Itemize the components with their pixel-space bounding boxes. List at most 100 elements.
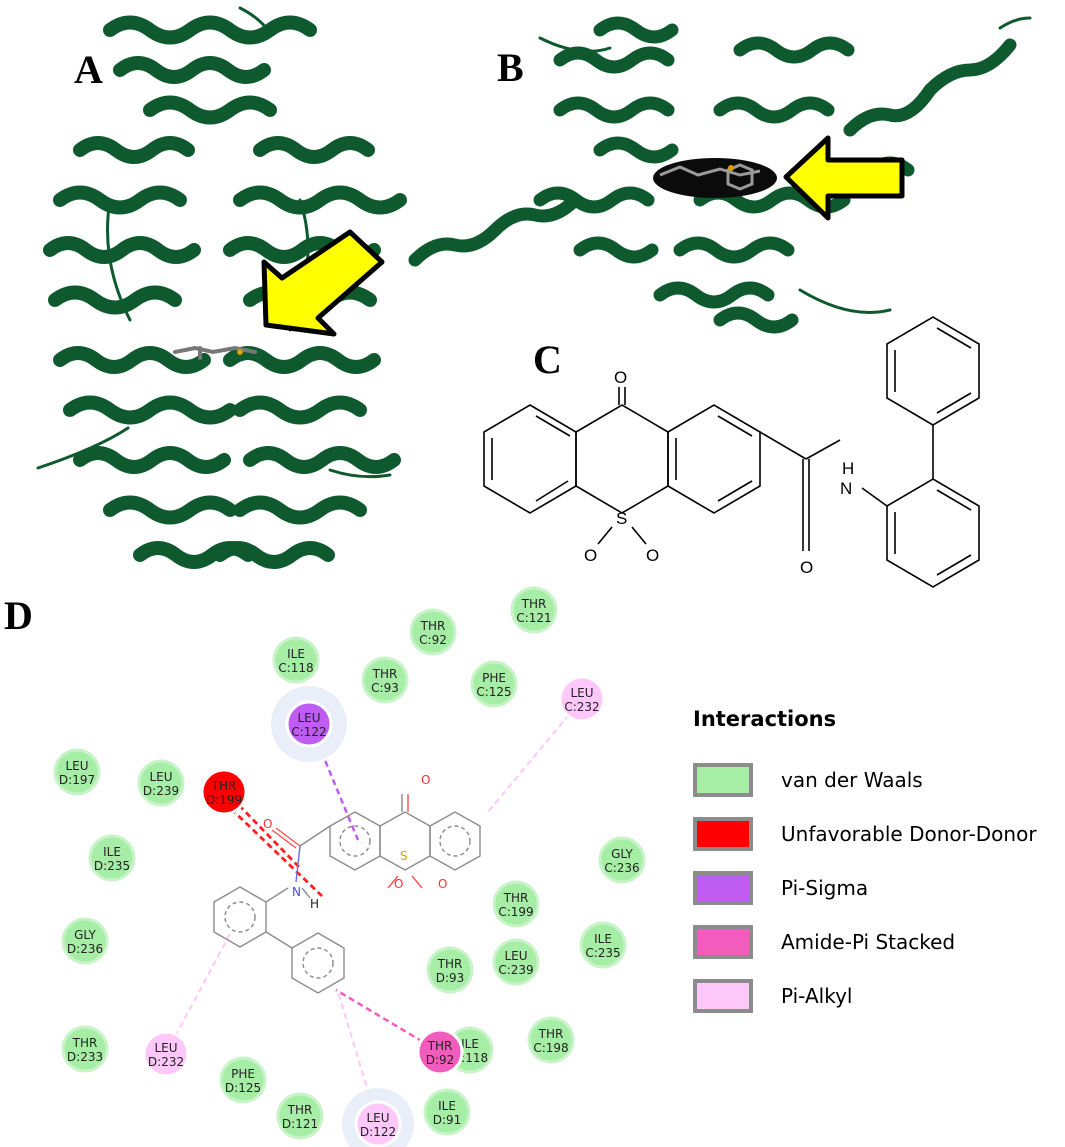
residue-name: THR <box>437 957 463 971</box>
legend-swatch <box>693 925 753 959</box>
residue-id: C:198 <box>533 1041 568 1055</box>
binding-site-arrow-b <box>783 135 905 221</box>
residue-id: D:233 <box>67 1050 103 1064</box>
ligand-top-view <box>659 163 761 191</box>
atom-o-carbonyl-d: O <box>421 773 430 787</box>
residue-bubble <box>142 1030 190 1078</box>
legend-item-amide-pi-stacked: Amide-Pi Stacked <box>693 915 1065 969</box>
residue-id: D:232 <box>148 1055 184 1069</box>
residue-bubble <box>53 748 101 796</box>
residue-name: LEU <box>149 770 172 784</box>
legend-label: Pi-Alkyl <box>781 984 853 1008</box>
residue-name: THR <box>503 891 529 905</box>
ligand-2d-atoms: O S O O O N H <box>263 773 447 911</box>
ligand-2d-diagram <box>213 794 481 994</box>
residue-id: D:91 <box>433 1113 462 1127</box>
residue-id: C:93 <box>371 681 399 695</box>
interactions-legend: Interactions van der Waals Unfavorable D… <box>693 707 1065 1023</box>
residue-bubble <box>510 586 558 634</box>
residue-name: THR <box>287 1103 313 1117</box>
residue-bubble <box>354 1100 402 1147</box>
atom-o-sulfonyl-1: O <box>584 546 597 565</box>
atom-o-carbonyl: O <box>614 368 627 387</box>
residue-name: ILE <box>594 932 612 946</box>
residue-name: ILE <box>461 1037 479 1051</box>
residue-bubble <box>61 1025 109 1073</box>
sulfur-atom-b <box>728 165 734 171</box>
legend-label: Unfavorable Donor-Donor <box>781 822 1037 846</box>
atom-n-amide: N <box>840 479 852 498</box>
residue-id: D:93 <box>436 971 465 985</box>
residue-name: THR <box>427 1039 453 1053</box>
residue-bubble <box>285 700 333 748</box>
residue-bubble <box>416 1028 464 1076</box>
residue-name: PHE <box>231 1067 255 1081</box>
legend-label: van der Waals <box>781 768 923 792</box>
atom-h-amide: H <box>842 459 854 478</box>
residue-name: THR <box>211 779 237 793</box>
residue-bubble <box>423 1088 471 1136</box>
residue-name: ILE <box>287 647 305 661</box>
residue-bubble <box>527 1016 575 1064</box>
residue-name: LEU <box>297 711 320 725</box>
residue-bubble <box>200 768 248 816</box>
residue-bubble <box>492 880 540 928</box>
legend-item-pi-sigma: Pi-Sigma <box>693 861 1065 915</box>
atom-o-sulfonyl-2: O <box>646 546 659 565</box>
residue-id: C:121 <box>516 611 551 625</box>
residue-bubble <box>361 656 409 704</box>
residue-id: C:92 <box>419 633 447 647</box>
residue-bubble <box>88 834 136 882</box>
residue-bubble <box>61 917 109 965</box>
residue-bubble <box>558 675 606 723</box>
atom-o-amide-d: O <box>263 817 272 831</box>
residue-id: D:236 <box>67 942 103 956</box>
atom-s-sulfonyl-d: S <box>400 849 408 863</box>
residue-id: D:199 <box>206 793 242 807</box>
residue-id: D:197 <box>59 773 95 787</box>
residue-name: LEU <box>504 949 527 963</box>
residue-name: LEU <box>154 1041 177 1055</box>
residue-id: D:235 <box>94 859 130 873</box>
atom-h-amide-d: H <box>310 897 319 911</box>
residue-id: C:122 <box>291 725 326 739</box>
residue-name: LEU <box>366 1111 389 1125</box>
residue-name: THR <box>72 1036 98 1050</box>
residue-name: LEU <box>570 686 593 700</box>
residue-id: C:232 <box>564 700 599 714</box>
binding-pocket-b <box>653 158 777 198</box>
residue-id: D:121 <box>282 1117 318 1131</box>
atom-o-amide: O <box>800 558 813 577</box>
residue-name: ILE <box>103 845 121 859</box>
residue-bubble <box>470 660 518 708</box>
residue-id: D:125 <box>225 1081 261 1095</box>
atom-n-amide-d: N <box>292 885 301 899</box>
residue-bubble <box>276 1092 324 1140</box>
residue-id: C:118 <box>278 661 313 675</box>
residue-bubble <box>579 921 627 969</box>
legend-item-pi-alkyl: Pi-Alkyl <box>693 969 1065 1023</box>
atom-s-sulfonyl: S <box>616 509 627 528</box>
protein-structure-top-view <box>408 16 1032 334</box>
residue-bubble <box>219 1056 267 1104</box>
residue-name: THR <box>538 1027 564 1041</box>
residue-name: GLY <box>611 847 633 861</box>
atom-o-sulfonyl-d2: O <box>438 877 447 891</box>
panel-label-a: A <box>74 47 103 92</box>
